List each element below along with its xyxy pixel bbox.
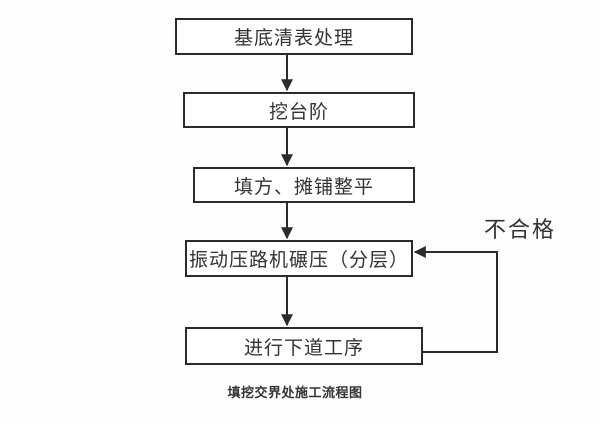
flow-node-label: 挖台阶 — [268, 101, 329, 123]
flow-node-next-process: 进行下道工序 — [185, 327, 423, 365]
feedback-fail-label: 不合格 — [484, 217, 557, 242]
flow-node-label: 振动压路机碾压（分层） — [188, 250, 409, 271]
flow-node-roller-compaction: 振动压路机碾压（分层） — [185, 240, 413, 277]
diagram-caption: 填挖交界处施工流程图 — [227, 385, 363, 400]
flow-node-label: 填方、摊铺整平 — [233, 176, 374, 198]
flow-node-base-clearing: 基底清表处理 — [175, 18, 413, 55]
flow-node-label: 基底清表处理 — [233, 28, 354, 49]
flow-node-fill-paving: 填方、摊铺整平 — [193, 167, 415, 203]
flow-node-label: 进行下道工序 — [243, 337, 364, 359]
arrow-feedback-loop-fail — [413, 246, 498, 353]
flow-node-excavate-steps: 挖台阶 — [183, 92, 415, 128]
